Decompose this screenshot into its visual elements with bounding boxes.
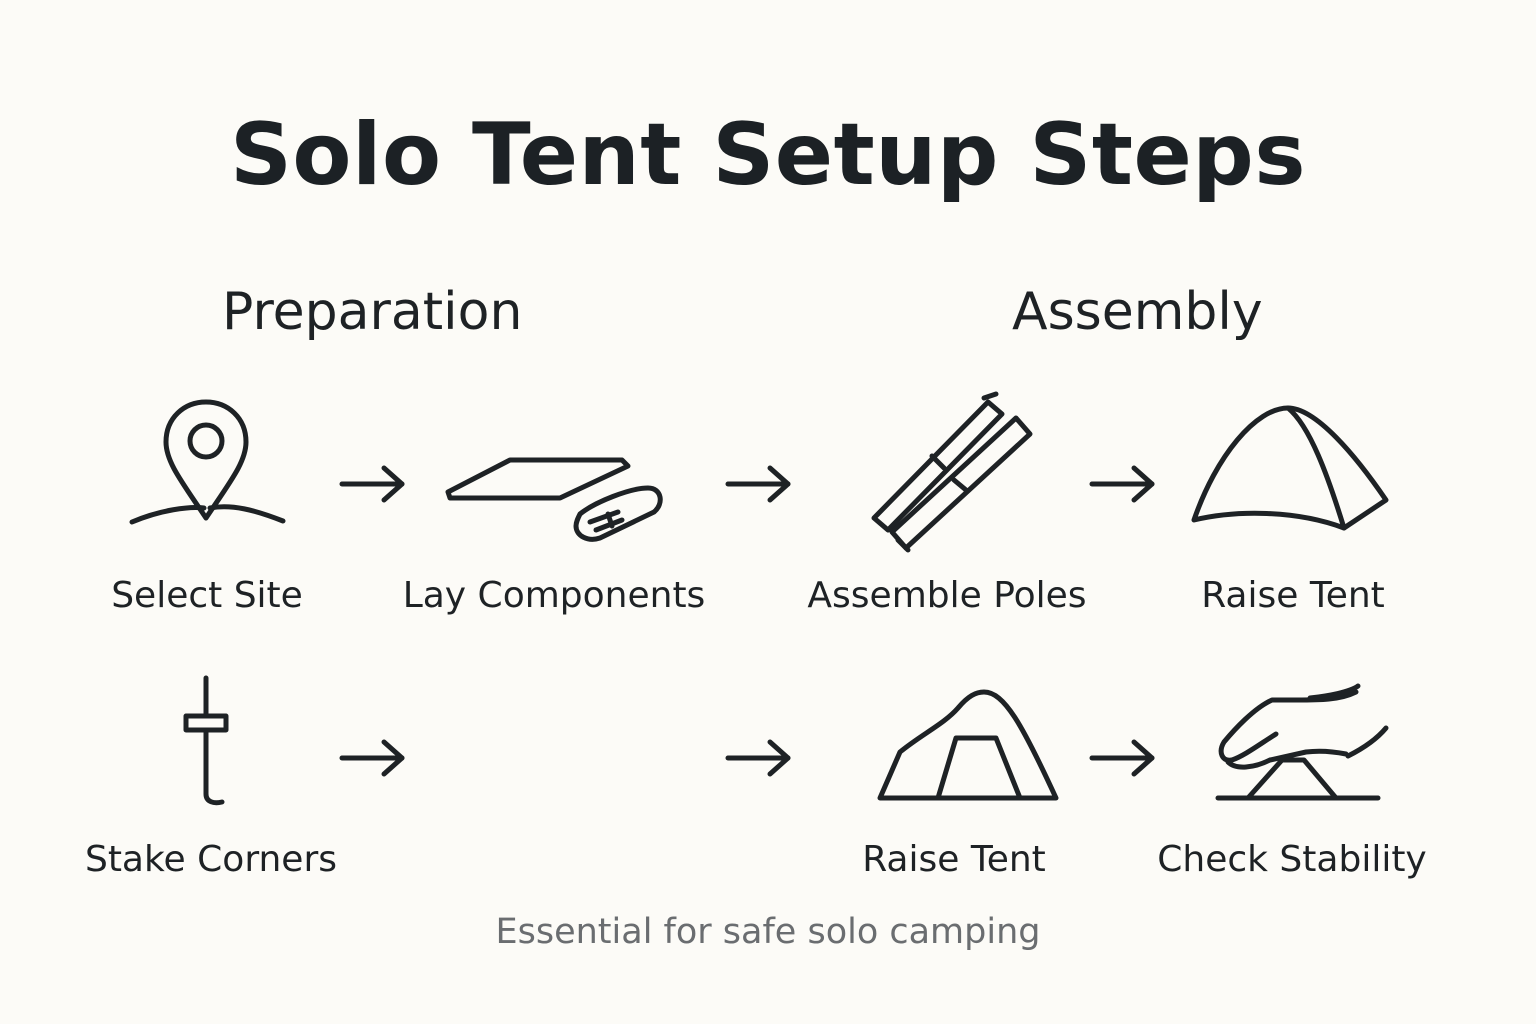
arrow-right-icon — [339, 465, 405, 503]
step-label: Raise Tent — [1201, 575, 1385, 616]
footer-caption: Essential for safe solo camping — [495, 912, 1041, 952]
section-heading-assembly: Assembly — [1012, 282, 1263, 342]
tent-poles-icon — [871, 391, 1033, 553]
hand-pressing-icon — [1215, 683, 1389, 801]
step-label: Lay Components — [402, 575, 706, 616]
ground-sheet-icon — [445, 457, 663, 542]
arrow-right-icon — [339, 739, 405, 777]
step-label: Assemble Poles — [807, 575, 1087, 616]
diagram-title: Solo Tent Setup Steps — [229, 105, 1307, 205]
tent-with-door-icon — [877, 689, 1059, 801]
map-pin-icon — [129, 399, 286, 525]
arrow-right-icon — [1089, 465, 1155, 503]
step-label: Check Stability — [1157, 839, 1427, 880]
step-label: Raise Tent — [862, 839, 1046, 880]
arrow-right-icon — [1089, 739, 1155, 777]
section-heading-preparation: Preparation — [222, 282, 523, 342]
dome-tent-icon — [1191, 405, 1389, 531]
step-label: Stake Corners — [84, 839, 338, 880]
arrow-right-icon — [725, 739, 791, 777]
tent-stake-icon — [183, 675, 229, 806]
arrow-right-icon — [725, 465, 791, 503]
step-label: Select Site — [111, 575, 303, 616]
